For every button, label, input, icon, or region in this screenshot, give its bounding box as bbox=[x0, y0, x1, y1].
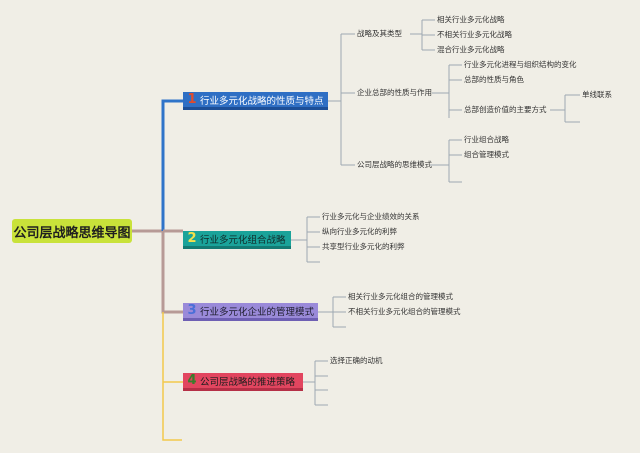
branch-1-node[interactable]: 1 行业多元化战略的性质与特点 bbox=[183, 92, 328, 110]
leaf-headquarters-nature[interactable]: 总部的性质与角色 bbox=[464, 75, 524, 84]
branch-3-label: 行业多元化企业的管理模式 bbox=[200, 306, 315, 318]
branch-3-node[interactable]: 3 行业多元化企业的管理模式 bbox=[183, 303, 318, 321]
branch-2-label: 行业多元化组合战略 bbox=[200, 234, 286, 246]
leaf-shared-diversification[interactable]: 共享型行业多元化的利弊 bbox=[322, 242, 405, 251]
leaf-portfolio-management[interactable]: 组合管理模式 bbox=[464, 150, 509, 159]
leaf-unrelated-diversification[interactable]: 不相关行业多元化战略 bbox=[437, 30, 512, 39]
root-node[interactable]: 公司层战略思维导图 bbox=[12, 219, 132, 243]
leaf-mixed-diversification[interactable]: 混合行业多元化战略 bbox=[437, 45, 505, 54]
leaf-value-creation-methods[interactable]: 总部创造价值的主要方式 bbox=[464, 105, 547, 114]
leaf-industry-portfolio[interactable]: 行业组合战略 bbox=[464, 135, 509, 144]
leaf-unrelated-management-mode[interactable]: 不相关行业多元化组合的管理模式 bbox=[348, 307, 461, 316]
leaf-vertical-diversification[interactable]: 纵向行业多元化的利弊 bbox=[322, 227, 397, 236]
branch-2-number: 2 bbox=[187, 231, 197, 246]
branch-4-label: 公司层战略的推进策略 bbox=[200, 376, 296, 388]
subtopic-corporate-thinking[interactable]: 公司层战略的思维模式 bbox=[357, 160, 432, 169]
subtopic-strategy-types[interactable]: 战略及其类型 bbox=[357, 29, 402, 38]
leaf-single-line-contact[interactable]: 单线联系 bbox=[582, 90, 612, 99]
branch-1-number: 1 bbox=[187, 92, 197, 107]
leaf-org-structure-change[interactable]: 行业多元化进程与组织结构的变化 bbox=[464, 60, 577, 69]
leaf-diversification-performance[interactable]: 行业多元化与企业绩效的关系 bbox=[322, 212, 420, 221]
subtopic-headquarters-role[interactable]: 企业总部的性质与作用 bbox=[357, 88, 432, 97]
branch-1-label: 行业多元化战略的性质与特点 bbox=[200, 95, 324, 107]
leaf-related-diversification[interactable]: 相关行业多元化战略 bbox=[437, 15, 505, 24]
branch-4-node[interactable]: 4 公司层战略的推进策略 bbox=[183, 373, 303, 391]
branch-3-number: 3 bbox=[187, 303, 197, 318]
branch-2-node[interactable]: 2 行业多元化组合战略 bbox=[183, 231, 291, 249]
branch-4-number: 4 bbox=[187, 373, 197, 388]
leaf-choose-right-motive[interactable]: 选择正确的动机 bbox=[330, 356, 383, 365]
leaf-related-management-mode[interactable]: 相关行业多元化组合的管理模式 bbox=[348, 292, 453, 301]
